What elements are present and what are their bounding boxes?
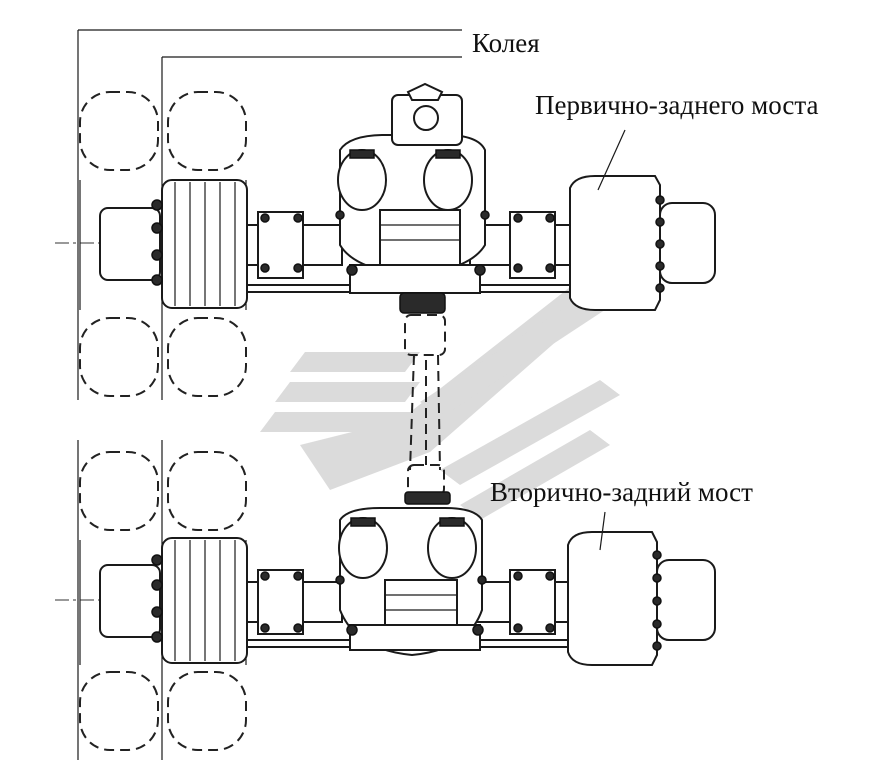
- rear-axle-label: Вторично-задний мост: [490, 477, 753, 507]
- rear-axle: [55, 451, 716, 751]
- track-dimension: [77, 29, 462, 760]
- propeller-shaft: [404, 314, 451, 505]
- front-axle-label: Первично-заднего моста: [535, 90, 819, 120]
- chevron-logo-watermark: [260, 248, 640, 520]
- track-label: Колея: [472, 28, 540, 58]
- front-axle: [55, 82, 716, 397]
